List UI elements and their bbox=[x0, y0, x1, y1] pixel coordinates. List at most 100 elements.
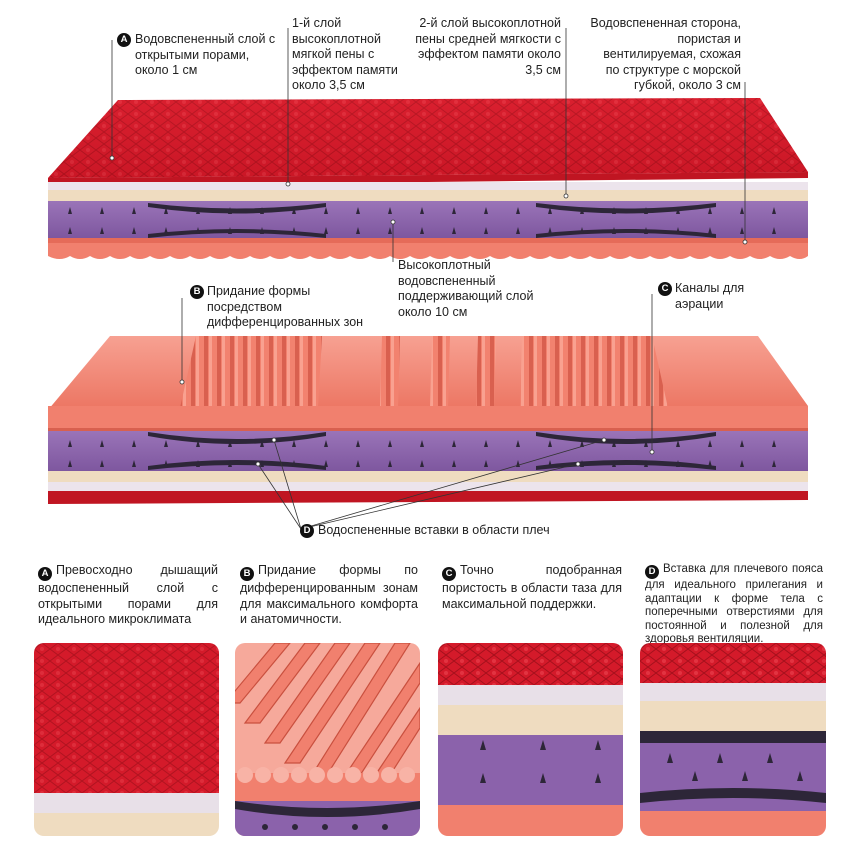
leader-lines bbox=[109, 28, 748, 530]
vent-hole bbox=[388, 460, 392, 467]
vent-hole bbox=[132, 440, 136, 447]
vent-hole bbox=[356, 227, 360, 234]
vent-hole bbox=[612, 227, 616, 234]
vent-hole bbox=[420, 440, 424, 447]
callout-first-memory-layer: 1-й слой высокоплотной мягкой пены с эфф… bbox=[292, 16, 398, 92]
vent-hole bbox=[324, 460, 328, 467]
vent-hole bbox=[772, 227, 776, 234]
vent-hole bbox=[676, 460, 680, 467]
vent-hole bbox=[356, 440, 360, 447]
vent-hole bbox=[260, 227, 264, 234]
badge-c: C bbox=[658, 282, 672, 296]
vent-hole bbox=[356, 460, 360, 467]
description-a-text: Превосходно дышащий водоспененный слой с… bbox=[38, 563, 218, 626]
photo-shoulder-insert bbox=[640, 643, 826, 836]
vent-hole bbox=[484, 227, 488, 234]
vent-hole bbox=[68, 440, 72, 447]
vent-hole bbox=[740, 227, 744, 234]
vent-hole bbox=[580, 207, 584, 214]
vent-hole bbox=[452, 207, 456, 214]
vent-hole bbox=[452, 227, 456, 234]
vent-hole bbox=[292, 227, 296, 234]
vent-holes bbox=[68, 207, 776, 467]
vent-hole bbox=[260, 440, 264, 447]
vent-hole bbox=[164, 440, 168, 447]
vent-hole bbox=[708, 440, 712, 447]
vent-hole bbox=[452, 440, 456, 447]
vent-hole bbox=[132, 460, 136, 467]
vent-hole bbox=[644, 460, 648, 467]
vent-hole bbox=[292, 207, 296, 214]
vent-hole bbox=[388, 207, 392, 214]
vent-hole bbox=[548, 227, 552, 234]
vent-hole bbox=[580, 460, 584, 467]
vent-hole bbox=[484, 207, 488, 214]
vent-hole bbox=[356, 207, 360, 214]
photo-open-pore-layer bbox=[34, 643, 219, 836]
vent-hole bbox=[484, 440, 488, 447]
vent-hole bbox=[260, 207, 264, 214]
vent-hole bbox=[708, 227, 712, 234]
vent-hole bbox=[548, 207, 552, 214]
callout-support-layer: Высокоплотный водовспененный поддерживаю… bbox=[398, 258, 534, 319]
vent-hole bbox=[420, 227, 424, 234]
vent-hole bbox=[100, 460, 104, 467]
vent-hole bbox=[548, 440, 552, 447]
vent-hole bbox=[516, 207, 520, 214]
badge-b: B bbox=[190, 285, 204, 299]
vent-hole bbox=[196, 460, 200, 467]
vent-hole bbox=[228, 440, 232, 447]
description-b-text: Придание формы по дифференцированным зон… bbox=[240, 563, 418, 626]
vent-hole bbox=[644, 207, 648, 214]
vent-hole bbox=[484, 460, 488, 467]
vent-hole bbox=[164, 227, 168, 234]
badge-a-small: A bbox=[38, 567, 52, 581]
vent-hole bbox=[676, 440, 680, 447]
vent-hole bbox=[580, 440, 584, 447]
vent-hole bbox=[292, 460, 296, 467]
vent-hole bbox=[548, 460, 552, 467]
vent-hole bbox=[100, 440, 104, 447]
vent-hole bbox=[420, 207, 424, 214]
vent-hole bbox=[516, 440, 520, 447]
vent-hole bbox=[100, 207, 104, 214]
vent-hole bbox=[708, 207, 712, 214]
badge-a: A bbox=[117, 33, 131, 47]
vent-hole bbox=[164, 460, 168, 467]
vent-hole bbox=[772, 460, 776, 467]
mattress-top bbox=[48, 98, 808, 259]
badge-d-small: D bbox=[645, 565, 659, 579]
vent-hole bbox=[164, 207, 168, 214]
vent-hole bbox=[228, 227, 232, 234]
vent-hole bbox=[740, 207, 744, 214]
callout-shoulder-inserts: Водоспененные вставки в области плеч bbox=[318, 523, 550, 537]
vent-hole bbox=[612, 460, 616, 467]
mattress-bottom bbox=[48, 336, 808, 504]
vent-hole bbox=[196, 207, 200, 214]
description-d-text: Вставка для плечевого пояса для идеально… bbox=[645, 563, 823, 645]
vent-hole bbox=[644, 440, 648, 447]
vent-hole bbox=[740, 460, 744, 467]
vent-hole bbox=[644, 227, 648, 234]
vent-hole bbox=[420, 460, 424, 467]
callout-second-memory-layer: 2-й слой высокоплотной пены средней мягк… bbox=[415, 16, 561, 77]
vent-hole bbox=[100, 227, 104, 234]
vent-hole bbox=[324, 207, 328, 214]
vent-hole bbox=[772, 207, 776, 214]
vent-hole bbox=[708, 460, 712, 467]
vent-hole bbox=[772, 440, 776, 447]
badge-b-small: B bbox=[240, 567, 254, 581]
callout-open-pore-layer: Водовспененный слой с открытыми порами, … bbox=[135, 32, 276, 77]
vent-hole bbox=[228, 460, 232, 467]
vent-hole bbox=[388, 440, 392, 447]
vent-hole bbox=[612, 440, 616, 447]
callout-water-foam-side: Водовспененная сторона, пористая и венти… bbox=[590, 16, 741, 92]
description-c-text: Точно подобранная пористость в области т… bbox=[442, 563, 622, 611]
vent-hole bbox=[132, 207, 136, 214]
vent-hole bbox=[68, 460, 72, 467]
